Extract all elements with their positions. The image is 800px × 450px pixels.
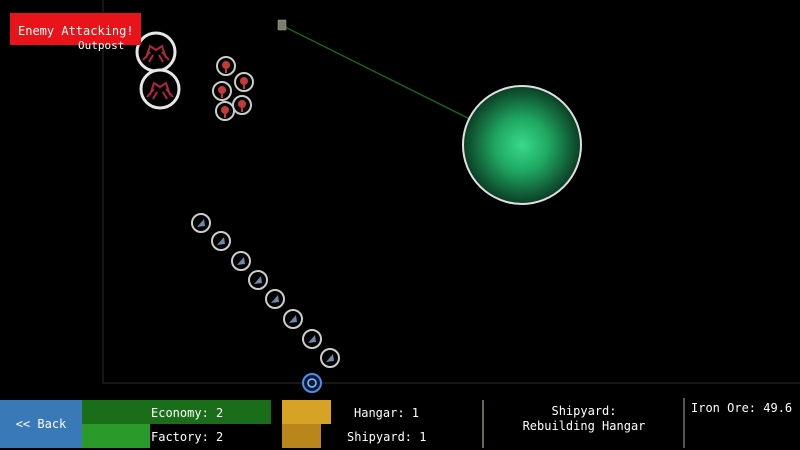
production-status-title: Shipyard: (551, 404, 617, 418)
friendly-ship[interactable] (248, 270, 268, 290)
hangar-label: Hangar: 1 (354, 406, 420, 420)
iron-ore-readout: Iron Ore: 49.6 (691, 401, 793, 415)
enemy-large-unit[interactable] (135, 31, 177, 73)
factory-label: Factory: 2 (151, 430, 224, 444)
hangar-bar (282, 400, 331, 424)
friendly-ship[interactable] (302, 329, 322, 349)
hud-divider (683, 398, 685, 448)
enemy-small-unit[interactable] (216, 56, 236, 76)
selected-friendly-ship[interactable] (302, 373, 322, 393)
friendly-ship[interactable] (211, 231, 231, 251)
enemy-small-unit[interactable] (215, 101, 235, 121)
outpost-label: Outpost (78, 39, 125, 52)
economy-label: Economy: 2 (151, 406, 224, 420)
hud-divider (482, 400, 484, 448)
enemy-attacking-alert: Enemy Attacking! (10, 13, 141, 45)
enemy-large-unit[interactable] (139, 68, 181, 110)
enemy-small-unit[interactable] (232, 95, 252, 115)
map-boundary (102, 0, 800, 384)
back-button[interactable]: << Back (0, 400, 82, 448)
production-status-detail: Rebuilding Hangar (522, 419, 646, 433)
shipyard-bar (282, 424, 321, 448)
friendly-ship[interactable] (283, 309, 303, 329)
planet[interactable] (462, 85, 582, 205)
friendly-ship[interactable] (320, 348, 340, 368)
friendly-ship[interactable] (191, 213, 211, 233)
factory-bar (82, 424, 150, 448)
game-field[interactable] (0, 0, 800, 398)
friendly-ship[interactable] (265, 289, 285, 309)
economy-bar (82, 400, 271, 424)
shipyard-count-label: Shipyard: 1 (347, 430, 427, 444)
friendly-ship[interactable] (231, 251, 251, 271)
enemy-small-unit[interactable] (234, 72, 254, 92)
bottom-hud: << Back Economy: 2 Factory: 2 Hangar: 1 … (0, 398, 800, 450)
enemy-small-unit[interactable] (212, 81, 232, 101)
probe-ship[interactable] (277, 19, 287, 31)
